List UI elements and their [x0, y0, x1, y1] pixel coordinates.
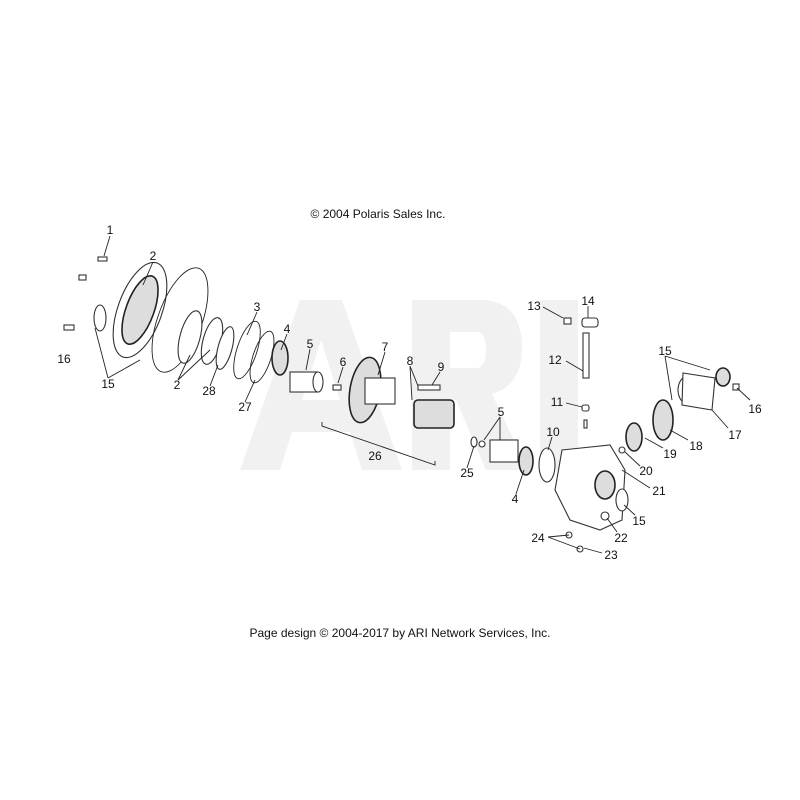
callout: 16 [748, 402, 762, 416]
parts-drawing [63, 256, 740, 553]
callout: 7 [382, 340, 389, 354]
callout: 27 [238, 400, 252, 414]
callout: 12 [548, 353, 562, 367]
callout: 1 [107, 223, 114, 237]
callout: 19 [663, 447, 677, 461]
callout: 5 [307, 337, 314, 351]
callout: 4 [284, 322, 291, 336]
callout: 15 [658, 344, 672, 358]
callout: 25 [460, 466, 474, 480]
callout: 24 [531, 531, 545, 545]
page-design-credit: Page design © 2004-2017 by ARI Network S… [249, 626, 550, 640]
callout: 14 [581, 294, 595, 308]
callout: 18 [689, 439, 703, 453]
callout: 13 [527, 299, 541, 313]
callout: 4 [512, 492, 519, 506]
leader-lines [94, 235, 751, 554]
callout: 5 [498, 405, 505, 419]
callout-labels: 1 2 15 16 2 28 3 4 5 27 6 7 8 9 26 25 5 … [57, 223, 762, 562]
callout: 2 [174, 378, 181, 392]
callout: 10 [546, 425, 560, 439]
callout: 16 [57, 352, 71, 366]
callout: 3 [254, 300, 261, 314]
callout: 6 [340, 355, 347, 369]
callout: 15 [632, 514, 646, 528]
callout: 15 [101, 377, 115, 391]
callout: 20 [639, 464, 653, 478]
callout: 11 [551, 395, 564, 409]
callout: 23 [604, 548, 618, 562]
callout: 8 [407, 354, 414, 368]
callout: 21 [652, 484, 666, 498]
copyright-text: © 2004 Polaris Sales Inc. [311, 207, 446, 221]
callout: 22 [614, 531, 628, 545]
callout: 17 [728, 428, 742, 442]
callout: 9 [438, 360, 445, 374]
callout: 28 [202, 384, 216, 398]
callout: 26 [368, 449, 382, 463]
callout: 2 [150, 249, 157, 263]
